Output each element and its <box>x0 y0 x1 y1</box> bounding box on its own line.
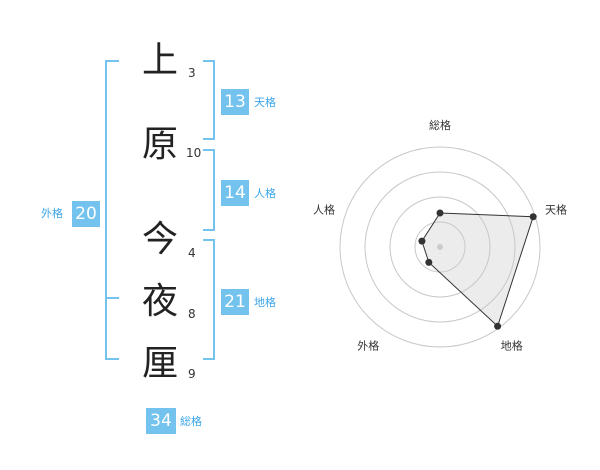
gaikaku-value: 20 <box>72 201 100 227</box>
tenkaku-value: 13 <box>221 89 249 115</box>
jinkaku-label: 人格 <box>254 187 276 200</box>
radar-point <box>418 237 426 245</box>
stroke-count-3: 4 <box>188 246 196 260</box>
name-char-4: 夜 <box>141 281 178 322</box>
chikaku-value: 21 <box>221 289 249 315</box>
radar-ring <box>389 196 491 298</box>
soukaku-value: 34 <box>146 408 176 434</box>
stroke-count-4: 8 <box>188 307 196 321</box>
radar-center-dot <box>437 244 443 250</box>
gaikaku-bracket <box>105 60 119 360</box>
radar-point <box>529 213 537 221</box>
radar-axis-label: 外格 <box>357 339 379 353</box>
chikaku-bracket <box>203 239 215 360</box>
gaikaku-label: 外格 <box>41 207 63 220</box>
name-char-3: 今 <box>141 219 178 260</box>
radar-ring <box>339 146 541 348</box>
tenkaku-bracket <box>203 60 215 140</box>
radar-point <box>436 209 444 217</box>
radar-ring <box>414 221 466 273</box>
gaikaku-bracket-mid <box>105 297 119 299</box>
stroke-count-5: 9 <box>188 367 196 381</box>
stroke-count-2: 10 <box>186 146 202 160</box>
jinkaku-bracket <box>203 149 215 231</box>
name-char-5: 厘 <box>141 343 178 384</box>
radar-axis-label: 地格 <box>501 339 523 353</box>
radar-ring <box>364 171 516 323</box>
soukaku-label: 総格 <box>180 415 202 428</box>
name-char-2: 原 <box>141 124 178 165</box>
name-char-1: 上 <box>141 40 178 81</box>
stroke-count-1: 3 <box>188 66 196 80</box>
radar-point <box>494 322 502 330</box>
radar-axis-label: 総格 <box>429 118 451 132</box>
radar-axis-label: 天格 <box>545 202 567 216</box>
radar-area <box>421 212 534 328</box>
radar-axis-label: 人格 <box>313 202 335 216</box>
jinkaku-value: 14 <box>221 180 249 206</box>
radar-point <box>425 258 433 266</box>
chikaku-label: 地格 <box>254 296 276 309</box>
tenkaku-label: 天格 <box>254 96 276 109</box>
